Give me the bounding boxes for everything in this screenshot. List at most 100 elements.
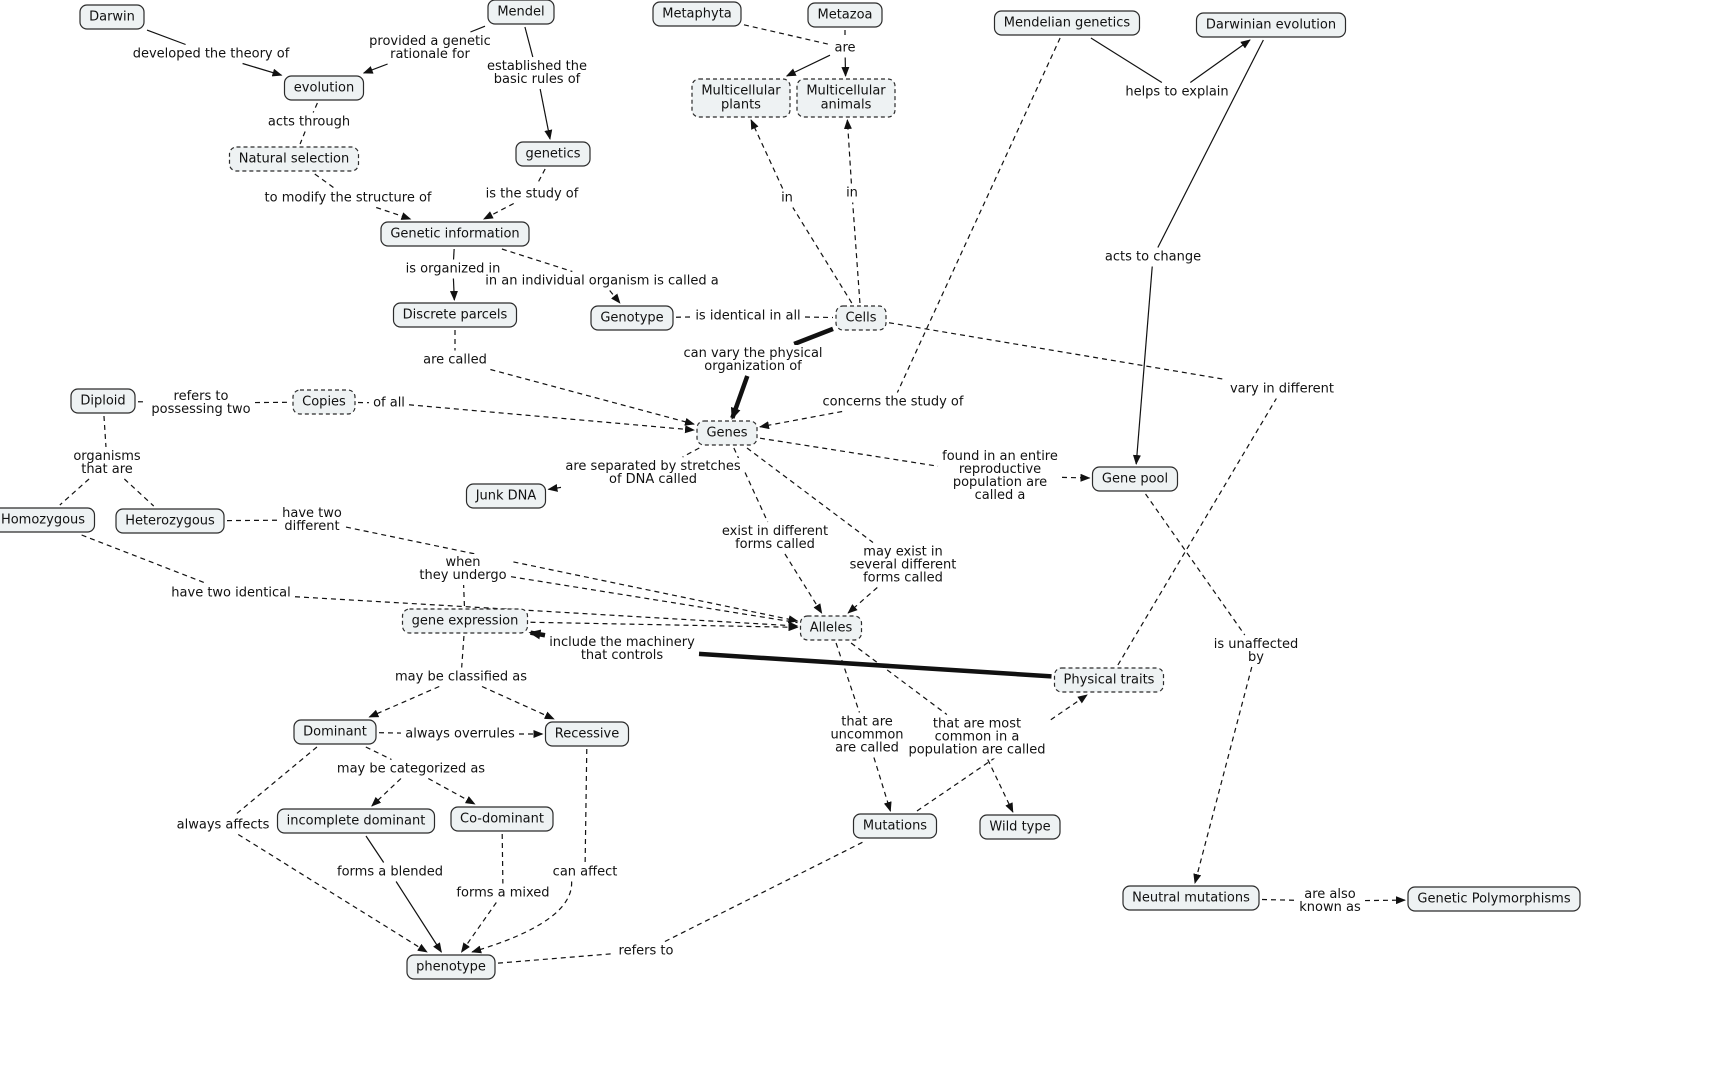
link-label-text: have two identical: [171, 586, 290, 601]
connector-line: [312, 102, 318, 113]
concept-node-gene-expression[interactable]: gene expression: [401, 608, 529, 634]
concept-node-codominant[interactable]: Co-dominant: [450, 806, 554, 832]
concept-node-genotype[interactable]: Genotype: [590, 305, 674, 331]
connector-genetic-info-to-in-individual: [501, 248, 573, 273]
concept-node-darwin[interactable]: Darwin: [79, 4, 145, 30]
concept-node-genetic-info[interactable]: Genetic information: [380, 221, 530, 247]
concept-node-genetics[interactable]: genetics: [515, 141, 591, 167]
link-label-text: when: [445, 555, 480, 570]
concept-node-box: [515, 141, 591, 167]
concept-node-genetic-polymorphisms[interactable]: Genetic Polymorphisms: [1407, 886, 1581, 912]
concept-node-recessive[interactable]: Recessive: [544, 721, 630, 747]
connector-line: [81, 534, 207, 585]
concept-node-text: Wild type: [989, 820, 1050, 835]
link-label-text: acts through: [268, 115, 350, 130]
link-label-text: forms a mixed: [456, 886, 549, 901]
concept-node-text: Cells: [845, 311, 876, 326]
concept-node-text: Mutations: [863, 819, 927, 834]
concept-node-diploid[interactable]: Diploid: [70, 388, 136, 414]
concept-node-homozygous[interactable]: Homozygous: [0, 507, 96, 533]
link-label-backdrop: [482, 272, 722, 290]
link-label-text: refers to: [174, 389, 229, 404]
connector-alleles-to-most-common: [850, 642, 948, 715]
connector-line: [408, 404, 695, 434]
concept-node-box: [401, 608, 529, 634]
link-label-text: may be categorized as: [337, 762, 485, 777]
concept-node-discrete-parcels[interactable]: Discrete parcels: [392, 302, 518, 328]
concept-node-text: phenotype: [416, 960, 486, 975]
connector-concerns-study-to-genes: [759, 410, 843, 430]
concept-node-cells[interactable]: Cells: [835, 305, 887, 331]
concept-node-mendelian[interactable]: Mendelian genetics: [993, 10, 1141, 36]
connector-line: [852, 202, 861, 304]
link-label-backdrop: [402, 725, 518, 743]
concept-node-mutations[interactable]: Mutations: [852, 813, 938, 839]
connector-line: [362, 63, 388, 74]
connector-line: [365, 835, 385, 863]
link-label-can-affect: can affect: [549, 863, 621, 881]
connector-line: [843, 119, 852, 184]
concept-node-metazoa[interactable]: Metazoa: [807, 2, 883, 28]
concept-node-natural-selection[interactable]: Natural selection: [228, 146, 360, 172]
link-label-text: provided a genetic: [369, 34, 491, 49]
connector-refers-to-to-mutations: [664, 840, 866, 943]
concept-node-dominant[interactable]: Dominant: [293, 719, 377, 745]
link-label-refers-to: refers to: [615, 942, 677, 960]
connector-line: [294, 596, 799, 630]
link-label-backdrop: [831, 39, 859, 57]
connector-may-be-categorized-to-codominant: [428, 777, 476, 805]
concept-node-text: Heterozygous: [125, 514, 215, 529]
concept-node-phenotype[interactable]: phenotype: [406, 954, 496, 980]
concept-node-alleles[interactable]: Alleles: [799, 615, 863, 641]
link-label-forms-mixed: forms a mixed: [453, 884, 553, 902]
connector-neutral-mutations-to-are-also-known: [1261, 898, 1296, 901]
concept-node-physical-traits[interactable]: Physical traits: [1053, 667, 1165, 693]
concept-node-evolution[interactable]: evolution: [283, 75, 365, 101]
link-label-backdrop: [1226, 380, 1338, 398]
concept-node-mendel[interactable]: Mendel: [487, 0, 555, 25]
concept-node-metaphyta[interactable]: Metaphyta: [652, 1, 742, 27]
concept-node-darwinian[interactable]: Darwinian evolution: [1195, 12, 1347, 38]
link-label-text: that are most: [933, 717, 1021, 732]
concept-node-text: Copies: [302, 395, 346, 410]
connector-line: [463, 584, 466, 607]
connector-line: [299, 131, 306, 145]
connector-line: [1145, 493, 1246, 636]
link-label-developed-theory: developed the theory of: [129, 45, 293, 63]
concept-node-incomplete-dominant[interactable]: incomplete dominant: [276, 808, 436, 834]
connector-to-modify-to-genetic-info: [376, 206, 412, 220]
connector-forms-blended-to-phenotype: [395, 881, 442, 953]
concept-node-heterozygous[interactable]: Heterozygous: [115, 508, 225, 534]
link-label-text: helps to explain: [1125, 85, 1228, 100]
link-label-have-two-identical: have two identical: [168, 584, 294, 602]
connector-line: [452, 248, 455, 260]
connector-line: [1061, 473, 1091, 482]
concept-node-wild-type[interactable]: Wild type: [979, 814, 1061, 840]
concept-node-genes[interactable]: Genes: [696, 420, 758, 446]
connector-provided-rationale-to-evolution: [362, 63, 388, 74]
connector-line: [461, 635, 465, 668]
link-label-backdrop: [173, 816, 273, 834]
concept-node-text: Genetic Polymorphisms: [1417, 892, 1570, 907]
concept-node-box: [283, 75, 365, 101]
concept-node-gene-pool[interactable]: Gene pool: [1091, 466, 1179, 492]
link-label-backdrop: [370, 394, 408, 412]
link-label-text: rationale for: [390, 47, 470, 62]
link-label-text: of all: [373, 396, 405, 411]
connector-line: [682, 447, 700, 458]
connector-developed-theory-to-evolution: [242, 62, 283, 77]
link-label-may-be-categorized: may be categorized as: [333, 760, 489, 778]
link-label-text: by: [1248, 650, 1264, 665]
concept-node-box: [993, 10, 1141, 36]
concept-node-neutral-mutations[interactable]: Neutral mutations: [1122, 885, 1260, 911]
concept-node-copies[interactable]: Copies: [292, 389, 356, 415]
connector-phenotype-to-refers-to: [497, 952, 615, 964]
connector-line: [365, 746, 392, 761]
concept-node-junk-dna[interactable]: Junk DNA: [465, 483, 547, 509]
